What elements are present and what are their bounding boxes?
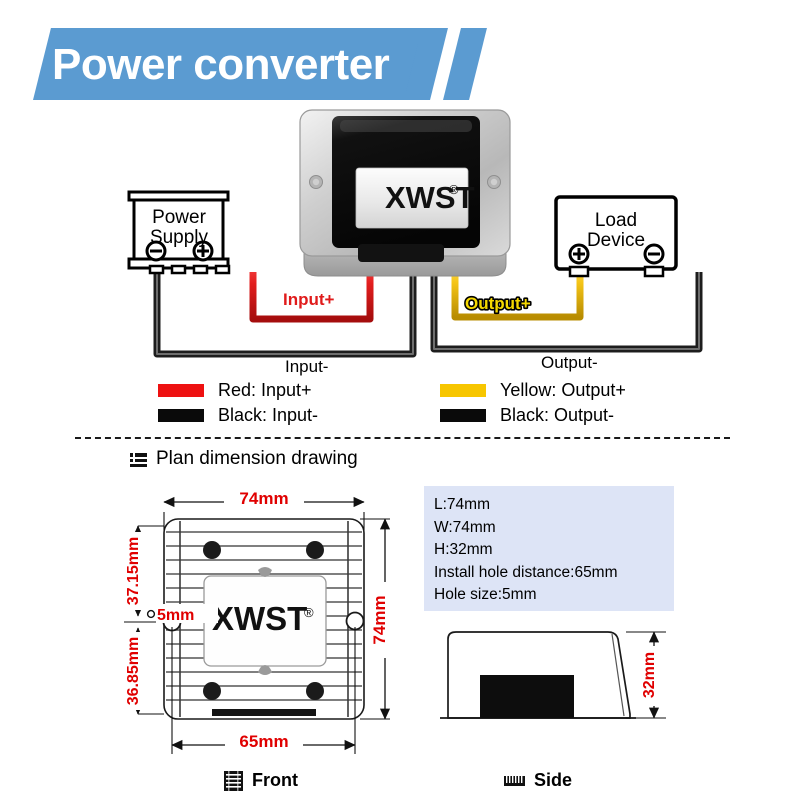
legend-label: Yellow: Output+ (500, 380, 626, 400)
input-positive-wire (249, 254, 374, 323)
output-minus-label: Output- (541, 353, 598, 372)
legend-swatch-red (158, 384, 204, 397)
output-plus-label: Output+ (465, 294, 531, 313)
converter-brand-label (355, 167, 469, 229)
input-negative-wire (153, 272, 417, 358)
mounting-dot (203, 541, 221, 559)
side-view-drawing: 32mm (440, 612, 740, 787)
dim-label-lower-left: 36.85mm (125, 637, 142, 706)
legend-swatch-black (440, 409, 486, 422)
power-supply-label-line1: Power (152, 207, 207, 228)
front-caption-text: Front (252, 770, 298, 790)
front-brand-text: XWST (212, 600, 307, 637)
spec-line-length: L:74mm (434, 496, 490, 513)
side-caption-text: Side (534, 770, 573, 790)
power-supply-plus-terminal (192, 240, 214, 262)
legend-label: Black: Output- (500, 405, 615, 425)
dim-label-width-top: 74mm (239, 489, 288, 508)
wiring-diagram-svg: Power Supply Load (127, 109, 703, 376)
load-device-minus-terminal (643, 243, 665, 265)
hole-diameter-symbol-mark (146, 609, 156, 619)
power-supply-box: Power Supply (127, 190, 231, 275)
side-view-svg: 32mm (440, 631, 666, 719)
side-view-caption: Side (504, 770, 572, 791)
side-view-icon (504, 776, 525, 786)
mounting-dot (203, 682, 221, 700)
dim-label-side-height: 32mm (641, 652, 658, 698)
power-supply-label-line2: Supply (150, 227, 209, 248)
spec-line-hole-distance: Install hole distance:65mm (434, 563, 618, 581)
legend-label: Red: Input+ (218, 380, 312, 400)
dim-label-hole-distance: 65mm (239, 732, 288, 751)
front-view-drawing: XWST ® (108, 482, 413, 782)
power-supply-minus-terminal (145, 240, 167, 262)
front-view-icon (224, 770, 243, 791)
wire-color-legend: Red: Input+ Black: Input- Yellow: Output… (0, 378, 800, 428)
specification-panel: L:74mm W:74mm H:32mm Install hole distan… (424, 486, 674, 611)
converter-brand-text: XWST (385, 180, 475, 215)
front-brand-mark: ® (304, 605, 314, 620)
legend-swatch-yellow (440, 384, 486, 397)
input-minus-label: Input- (285, 357, 328, 376)
mounting-hole-right (345, 611, 365, 631)
wiring-diagram: Power Supply Load (0, 104, 800, 379)
legend-item: Yellow: Output+ (440, 378, 626, 403)
front-view-caption: Front (224, 770, 298, 791)
legend-item: Black: Input- (158, 403, 318, 428)
section-divider (75, 437, 730, 439)
legend-item: Black: Output- (440, 403, 626, 428)
legend-swatch-black (158, 409, 204, 422)
spec-line-hole-size: Hole size:5mm (434, 586, 537, 603)
dim-label-height-right: 74mm (370, 595, 389, 644)
header-banner: Power converter (0, 28, 800, 104)
mounting-dot (306, 682, 324, 700)
load-device-box: Load Device (554, 195, 678, 278)
wire-exit-boot (358, 244, 444, 262)
spec-line-height: H:32mm (434, 541, 493, 558)
legend-item: Red: Input+ (158, 378, 318, 403)
banner-slash-two (443, 28, 487, 100)
output-positive-wire (451, 254, 584, 321)
page-title: Power converter (52, 40, 390, 89)
section-title: Plan dimension drawing (156, 448, 358, 469)
load-device-label-line2: Device (587, 230, 645, 251)
dim-label-hole-diameter: 5mm (157, 607, 194, 624)
dim-label-upper-left: 37.15mm (125, 537, 142, 606)
front-view-svg: XWST ® (124, 488, 395, 754)
legend-column-output: Yellow: Output+ Black: Output- (440, 378, 626, 428)
section-header: Plan dimension drawing (130, 448, 358, 470)
load-device-plus-terminal (568, 243, 590, 265)
legend-label: Black: Input- (218, 405, 319, 425)
converter-device: XWST ® (299, 109, 511, 277)
bottom-connector-strip (212, 709, 316, 716)
spec-line-width: W:74mm (434, 518, 496, 536)
mounting-dot (306, 541, 324, 559)
load-device-label-line1: Load (595, 210, 637, 231)
grid-layout-icon (130, 452, 147, 467)
legend-column-input: Red: Input+ Black: Input- (158, 378, 318, 428)
converter-brand-mark: ® (449, 182, 459, 197)
input-plus-label: Input+ (283, 290, 335, 309)
side-potting-block (480, 675, 574, 718)
